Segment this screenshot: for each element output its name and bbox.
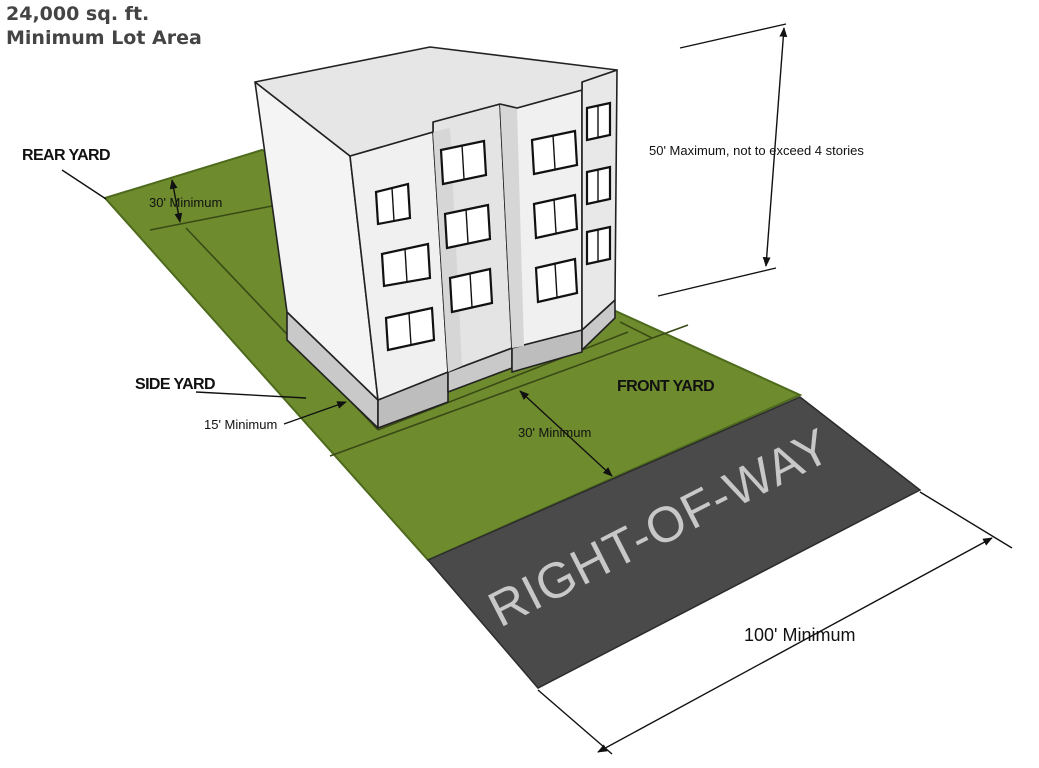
window <box>380 242 432 288</box>
window <box>585 225 612 266</box>
window <box>585 165 612 206</box>
window <box>585 101 612 142</box>
side-setback-label: 15' Minimum <box>204 417 277 432</box>
side-yard-label: SIDE YARD <box>135 376 215 393</box>
front-setback-line <box>329 324 689 457</box>
front-yard-label: FRONT YARD <box>617 378 714 395</box>
height-label: 50' Maximum, not to exceed 4 stories <box>649 143 864 158</box>
window <box>448 267 494 314</box>
front-setback-label: 30' Minimum <box>518 425 591 440</box>
lot-width-dimension: 100' Minimum <box>537 491 1013 755</box>
rear-yard-label: REAR YARD <box>22 147 110 164</box>
front-yard-callout: FRONT YARD 30' Minimum <box>518 378 715 477</box>
lot-area-label: Minimum Lot Area <box>6 27 202 49</box>
rear-setback-label: 30' Minimum <box>149 195 222 210</box>
window <box>534 257 579 304</box>
side-setback-line-2 <box>619 321 653 339</box>
window <box>443 203 492 250</box>
side-yard-callout: SIDE YARD 15' Minimum <box>135 376 347 432</box>
lot-width-label: 100' Minimum <box>744 625 855 645</box>
rear-setback-line <box>149 205 273 231</box>
window <box>374 182 412 226</box>
window <box>384 306 436 352</box>
lot-area-value: 24,000 sq. ft. <box>6 3 149 25</box>
front-setback-line-2 <box>377 331 629 431</box>
apartment-building <box>254 46 618 429</box>
window <box>439 139 488 186</box>
height-dimension: 50' Maximum, not to exceed 4 stories <box>649 23 864 297</box>
window <box>532 193 579 240</box>
window <box>530 129 579 176</box>
rear-yard-callout: REAR YARD 30' Minimum <box>22 147 222 223</box>
